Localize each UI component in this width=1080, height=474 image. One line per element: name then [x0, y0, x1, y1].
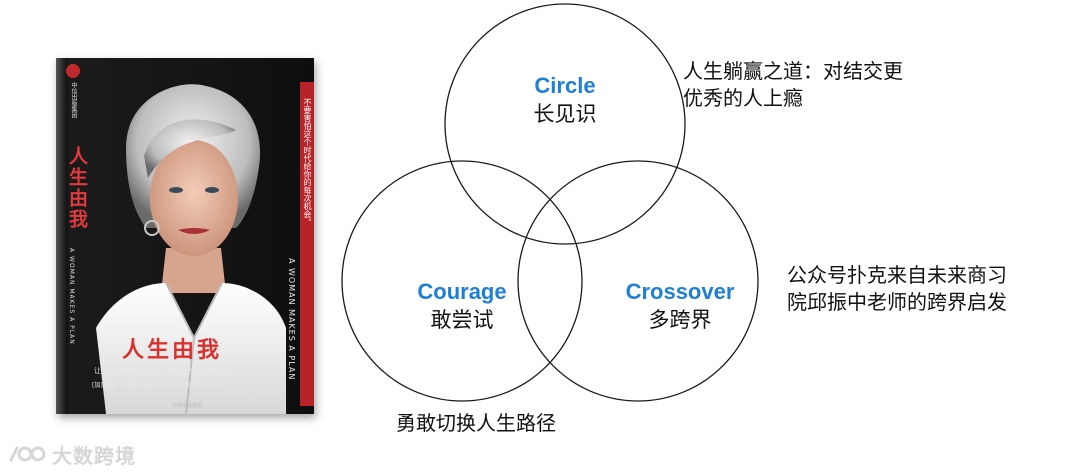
label-crossover: Crossover 多跨界: [605, 278, 755, 334]
cover-imprint: 中信出版集团: [172, 403, 203, 409]
english-title-left: A WOMAN MAKES A PLAN: [68, 248, 75, 345]
note-right-line-2: 院邱振中老师的跨界启发: [787, 290, 1007, 314]
book-cover: 中信出版集团 人生由我 A WOMAN MAKES A PLAN 不要害怕这个时…: [56, 58, 314, 414]
label-courage-en: Courage: [417, 279, 507, 304]
cover-authors: [加] 梅耶 · 马斯克 (MAYE MUSK) 著 代晓丹 译: [92, 382, 219, 389]
label-circle: Circle 长见识: [500, 72, 630, 128]
venn-circle-circle: [444, 3, 686, 245]
note-right-line-1: 公众号扑克来自未来商习: [787, 263, 1007, 287]
note-top-line-2: 优秀的人上瘾: [683, 86, 803, 110]
vertical-title: 人生由我: [66, 146, 88, 230]
portrait-image: [96, 84, 286, 414]
watermark-text: 大数跨境: [52, 443, 136, 468]
cover-title: 人生由我: [122, 337, 223, 363]
label-circle-zh: 长见识: [533, 102, 597, 126]
label-courage-zh: 敢尝试: [430, 308, 494, 332]
label-courage: Courage 敢尝试: [392, 278, 532, 334]
label-crossover-en: Crossover: [625, 279, 735, 304]
label-crossover-zh: 多跨界: [648, 308, 712, 332]
red-band: [300, 82, 314, 406]
venn-circle-courage: [341, 160, 583, 402]
publisher-logo-icon: [66, 64, 80, 78]
note-top: 人生躺赢之道：对结交更 优秀的人上瘾: [683, 58, 943, 112]
label-circle-en: Circle: [534, 73, 596, 98]
cover-quote: 不要害怕这个时代给你的每次机会。: [303, 98, 312, 226]
note-top-line-1: 人生躺赢之道：对结交更: [683, 59, 903, 83]
publisher-name: 中信出版集团: [70, 82, 77, 118]
logo-mark-icon: [9, 446, 46, 462]
cover-subtitle: 让“硅谷钢铁侠”埃隆 · 马斯克受益的硬核母亲: [94, 367, 234, 375]
english-title-right: A WOMAN MAKES A PLAN: [287, 258, 296, 381]
note-bottom: 勇敢切换人生路径: [396, 411, 556, 435]
note-right: 公众号扑克来自未来商习 院邱振中老师的跨界启发: [787, 262, 1057, 316]
watermark: 大数跨境: [8, 440, 136, 468]
venn-circle-crossover: [517, 160, 759, 402]
book-spine-shade: [56, 58, 68, 414]
